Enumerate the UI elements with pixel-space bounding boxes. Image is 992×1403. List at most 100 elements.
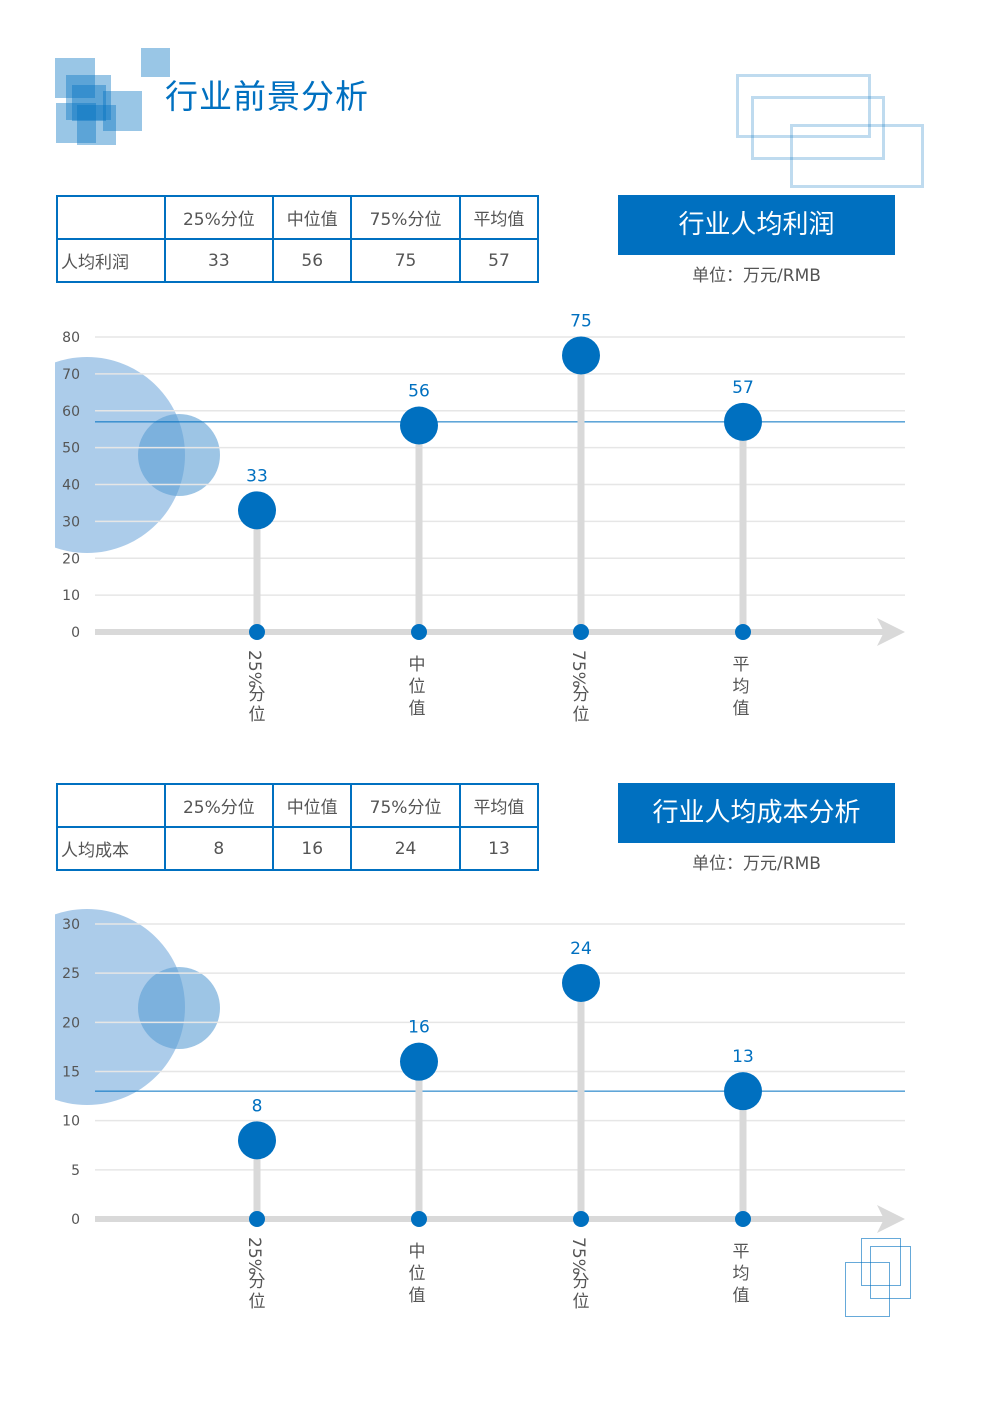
y-tick-label: 30 (62, 917, 80, 933)
x-tick-label-char: 值 (409, 1286, 426, 1306)
y-tick-label: 5 (71, 1163, 80, 1179)
data-label: 8 (252, 1096, 263, 1116)
table-header: 平均值 (458, 783, 540, 828)
x-tick-label-part: 75% (568, 650, 588, 688)
table-header-row: 25%分位 中位值 75%分位 平均值 (56, 783, 540, 828)
x-tick-label-part: 25% (244, 650, 264, 688)
row-label: 人均成本 (56, 826, 166, 871)
y-tick-label: 25 (62, 966, 80, 982)
x-tick-label-char: 值 (409, 699, 426, 719)
x-tick-label-char: 平 (733, 1242, 750, 1262)
decor-circle-large (55, 357, 185, 553)
table-cell: 33 (163, 238, 275, 283)
x-tick-label-char: 平 (733, 655, 750, 675)
page-title: 行业前景分析 (165, 77, 369, 116)
data-label: 13 (732, 1047, 754, 1067)
row-label: 人均利润 (56, 238, 166, 283)
y-tick-label: 80 (62, 330, 80, 346)
x-tick-label: 25%分位 (244, 1237, 266, 1312)
table-cell: 75 (350, 238, 461, 283)
section-banner: 行业人均成本分析 (618, 783, 895, 843)
x-tick-label: 25%分位 (244, 650, 266, 725)
table-cell: 13 (458, 826, 540, 871)
x-tick-label-char: 分 (249, 685, 266, 705)
x-tick-label-part: 75% (568, 1237, 588, 1275)
x-tick-label-char: 均 (733, 677, 750, 697)
table-header: 中位值 (272, 195, 353, 240)
axis-dot (411, 1211, 427, 1227)
y-tick-label: 0 (71, 625, 80, 641)
lollipop-point (562, 964, 600, 1002)
cost-table: 25%分位 中位值 75%分位 平均值 人均成本 8 16 24 13 (56, 783, 540, 871)
x-tick-label-char: 值 (733, 1286, 750, 1306)
x-tick-label: 中位值 (409, 655, 426, 719)
lollipop-point (400, 1042, 438, 1081)
x-tick-label: 中位值 (409, 1242, 426, 1306)
table-row: 人均成本 8 16 24 13 (56, 826, 540, 871)
table-header: 75%分位 (350, 783, 461, 828)
axis-dot (411, 624, 427, 640)
y-tick-label: 10 (62, 1114, 80, 1130)
table-cell: 16 (272, 826, 353, 871)
table-header (56, 195, 166, 240)
x-tick-label: 75%分位 (568, 1237, 590, 1312)
table-row: 人均利润 33 56 75 57 (56, 238, 540, 283)
data-label: 56 (408, 382, 430, 402)
decor-circle-large (55, 909, 185, 1105)
x-tick-label: 平均值 (733, 1242, 750, 1306)
lollipop-point (724, 402, 762, 441)
profit-table: 25%分位 中位值 75%分位 平均值 人均利润 33 56 75 57 (56, 195, 540, 283)
data-label: 57 (732, 378, 754, 398)
axis-arrow-icon (877, 618, 905, 646)
x-tick-label: 75%分位 (568, 650, 590, 725)
x-tick-label-part: 25% (244, 1237, 264, 1275)
x-tick-label-char: 中 (409, 1242, 426, 1262)
y-tick-label: 20 (62, 1015, 80, 1031)
axis-dot (249, 624, 265, 640)
data-label: 24 (570, 939, 592, 959)
axis-dot (249, 1211, 265, 1227)
unit-label: 单位：万元/RMB (692, 266, 821, 286)
x-tick-label-char: 均 (733, 1264, 750, 1284)
unit-label: 单位：万元/RMB (692, 854, 821, 874)
axis-dot (735, 624, 751, 640)
section-banner: 行业人均利润 (618, 195, 895, 255)
table-cell: 8 (163, 826, 275, 871)
y-tick-label: 10 (62, 588, 80, 604)
data-label: 33 (246, 466, 268, 486)
axis-arrow-icon (877, 1205, 905, 1233)
table-cell: 24 (350, 826, 461, 871)
y-tick-label: 0 (71, 1212, 80, 1228)
x-tick-label-char: 中 (409, 655, 426, 675)
lollipop-point (238, 1121, 276, 1160)
lollipop-point (562, 336, 600, 375)
lollipop-point (400, 406, 438, 445)
x-tick-label-char: 位 (409, 677, 426, 697)
x-tick-label-char: 位 (409, 1264, 426, 1284)
x-tick-label-char: 位 (573, 705, 590, 725)
x-tick-label-char: 分 (573, 1272, 590, 1292)
x-tick-label-char: 位 (249, 705, 266, 725)
y-tick-label: 50 (62, 441, 80, 457)
y-tick-label: 15 (62, 1065, 80, 1081)
decor-circle-small (138, 414, 220, 496)
y-tick-label: 40 (62, 478, 80, 494)
table-header: 中位值 (272, 783, 353, 828)
data-label: 75 (570, 311, 592, 331)
table-cell: 57 (458, 238, 540, 283)
table-header-row: 25%分位 中位值 75%分位 平均值 (56, 195, 540, 240)
table-header: 平均值 (458, 195, 540, 240)
table-cell: 56 (272, 238, 353, 283)
y-tick-label: 30 (62, 514, 80, 530)
lollipop-point (724, 1072, 762, 1111)
x-tick-label-char: 分 (249, 1272, 266, 1292)
table-header: 25%分位 (163, 783, 275, 828)
y-tick-label: 70 (62, 367, 80, 383)
axis-dot (735, 1211, 751, 1227)
data-label: 16 (408, 1018, 430, 1038)
decor-circle-small (138, 967, 220, 1049)
table-header: 25%分位 (163, 195, 275, 240)
y-tick-label: 20 (62, 551, 80, 567)
